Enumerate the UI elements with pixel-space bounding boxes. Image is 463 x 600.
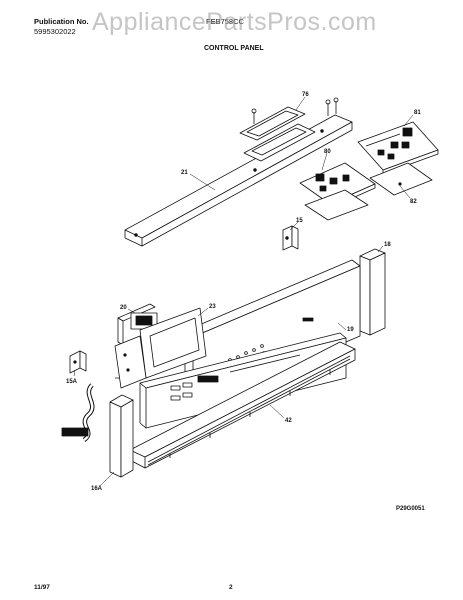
publication-number: 5995302022 bbox=[34, 27, 76, 36]
part-15-bracket bbox=[282, 225, 299, 251]
part-15a-bracket bbox=[69, 350, 87, 374]
part-76-gasket bbox=[239, 97, 339, 162]
figure-code: P29G0051 bbox=[396, 506, 425, 512]
part-18-side-bracket bbox=[359, 248, 386, 336]
callout-19: 19 bbox=[347, 327, 354, 333]
callout-18: 18 bbox=[384, 242, 391, 248]
ribbon-cable bbox=[61, 383, 95, 442]
callout-42: 42 bbox=[285, 418, 292, 424]
part-81-circuit-board bbox=[357, 121, 439, 175]
publication-label: Publication No. bbox=[34, 17, 89, 26]
control-overlay bbox=[139, 332, 347, 429]
callout-labels: 76 21 81 80 82 15 18 20 23 19 15A 42 16A bbox=[66, 92, 421, 492]
part-23-display-frame bbox=[114, 307, 207, 389]
part-20-display-module bbox=[117, 303, 158, 346]
callout-82: 82 bbox=[410, 199, 417, 205]
part-16a-end-cap bbox=[109, 394, 134, 478]
part-21-trim-bar bbox=[124, 114, 353, 247]
callout-80: 80 bbox=[324, 149, 331, 155]
callout-15: 15 bbox=[296, 218, 303, 224]
part-42-vent-grille bbox=[129, 341, 356, 469]
callout-21: 21 bbox=[181, 170, 188, 176]
callout-23: 23 bbox=[209, 304, 216, 310]
callout-15a: 15A bbox=[66, 379, 78, 385]
callout-81: 81 bbox=[414, 110, 421, 116]
part-80-circuit-board bbox=[299, 162, 376, 221]
part-82-mounting-plate bbox=[369, 162, 433, 196]
callout-76: 76 bbox=[302, 92, 309, 98]
model-number: FEB758CC bbox=[206, 17, 244, 26]
footer-date: 11/97 bbox=[34, 584, 50, 591]
callout-20: 20 bbox=[120, 305, 127, 311]
watermark-text: AppliancePartsPros.com bbox=[92, 8, 377, 36]
footer-page-number: 2 bbox=[229, 584, 233, 591]
callout-16a: 16A bbox=[91, 486, 103, 492]
leader-lines bbox=[73, 96, 414, 487]
section-title: CONTROL PANEL bbox=[204, 45, 264, 52]
